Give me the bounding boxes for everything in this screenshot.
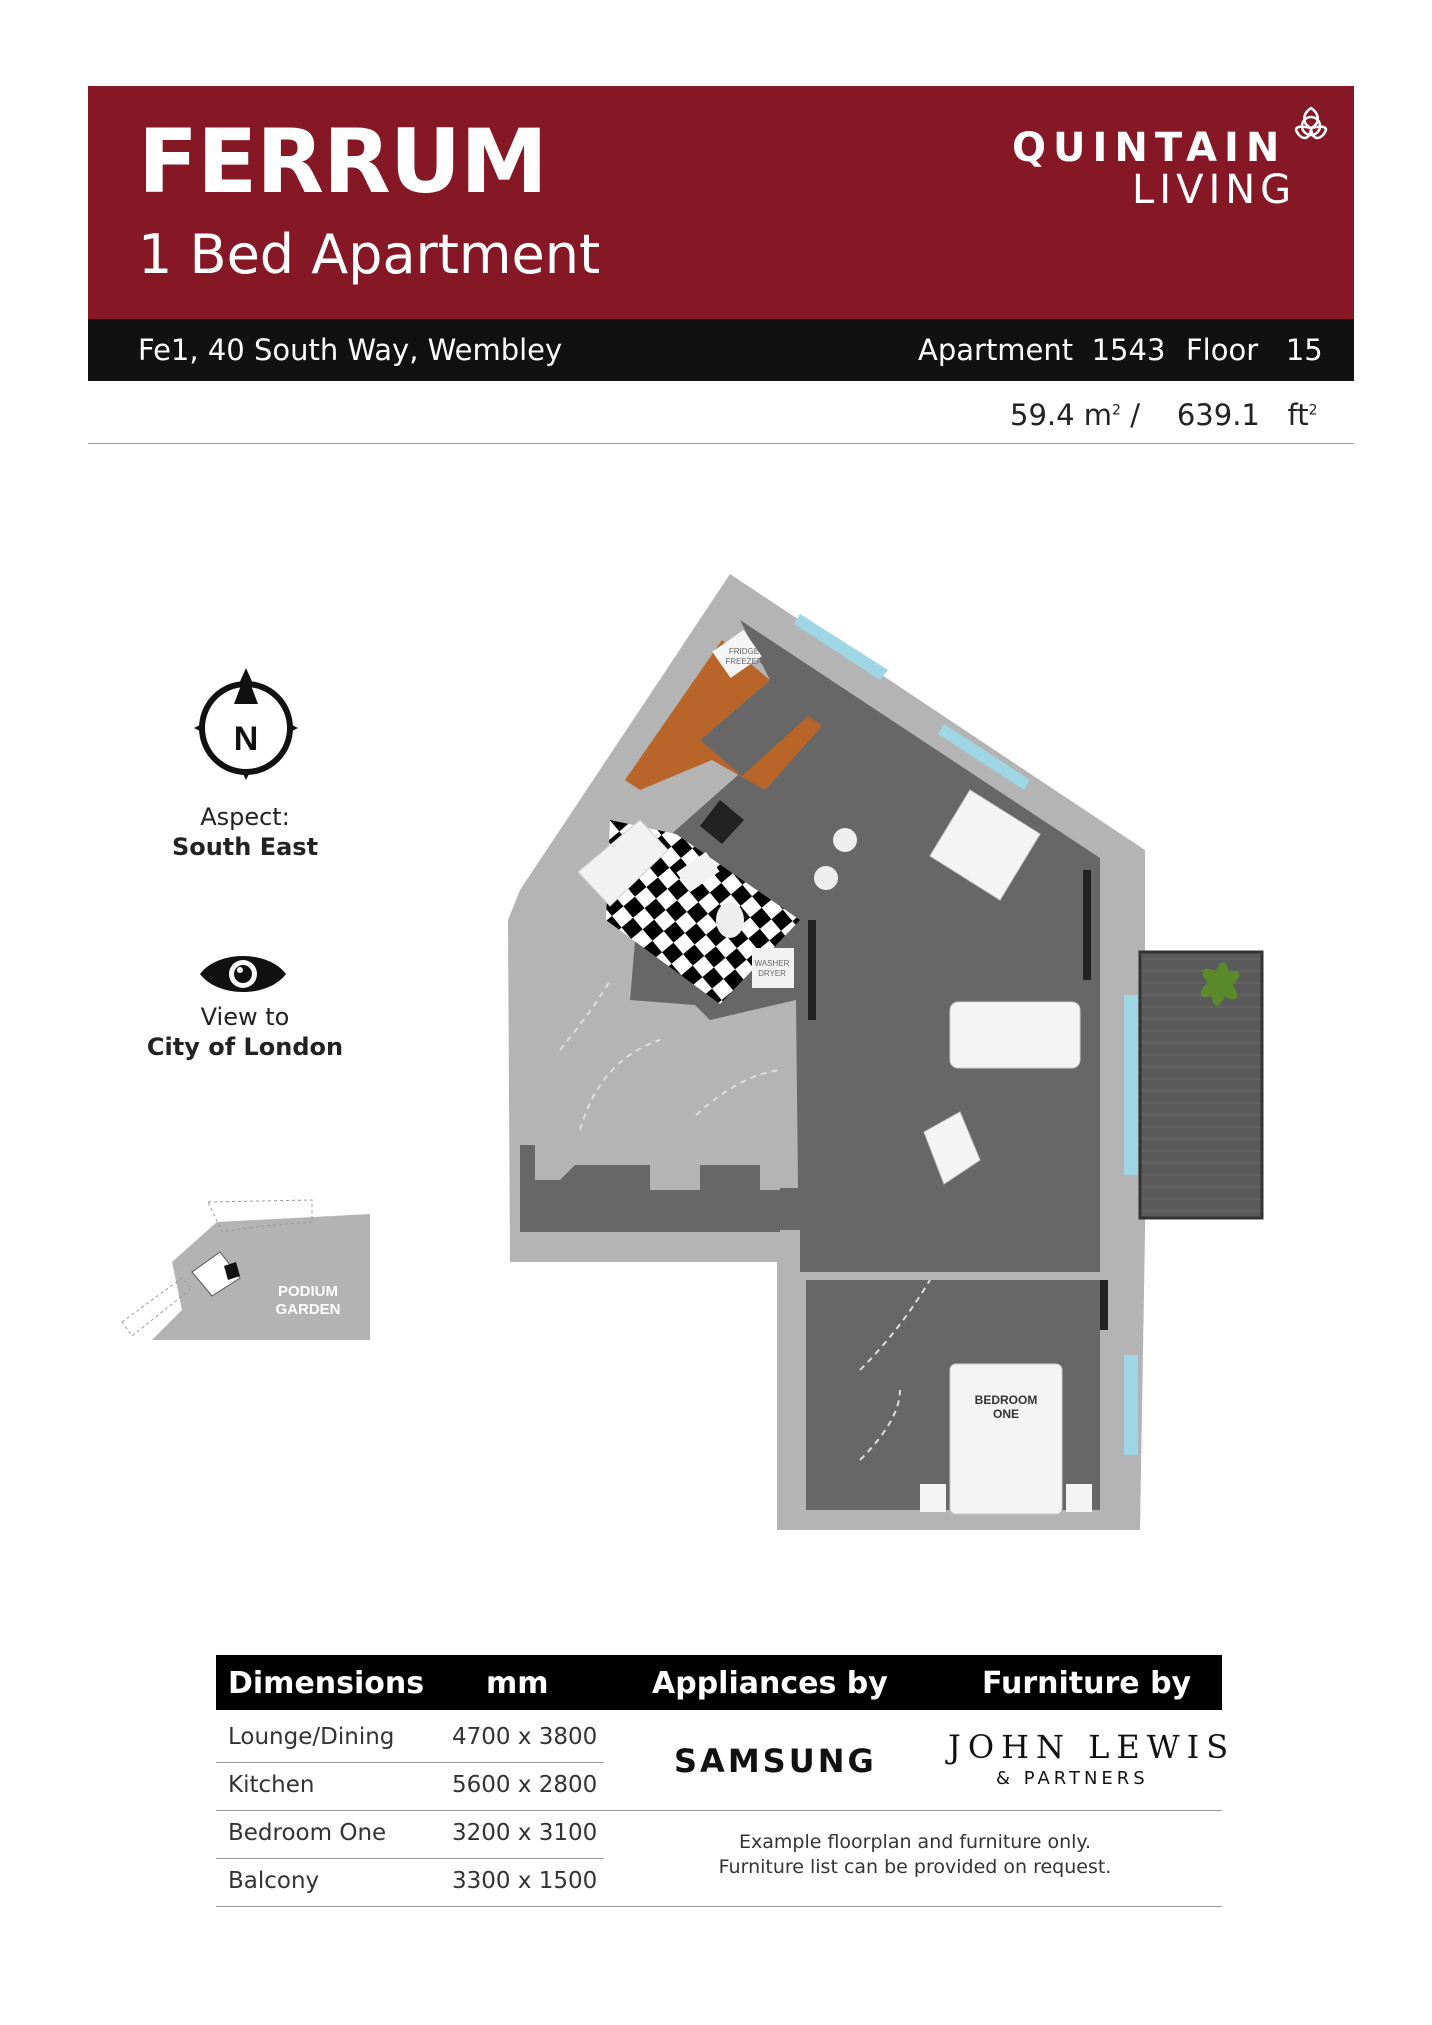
- sup-sqft: 2: [1308, 402, 1318, 419]
- table-header: [216, 1655, 1222, 1710]
- view-value: City of London: [146, 1033, 344, 1061]
- row-divider: [216, 1906, 1222, 1907]
- eye-icon: [200, 956, 286, 992]
- floor-number: Floor 15: [1186, 333, 1323, 367]
- note-line-2: Furniture list can be provided on reques…: [718, 1856, 1112, 1878]
- washer-label-2: DRYER: [758, 969, 786, 978]
- apartment-label: Apartment: [918, 333, 1074, 367]
- washer-dryer: [752, 948, 794, 988]
- view-label: View to: [200, 1003, 290, 1031]
- table-row-size: 3200 x 3100: [452, 1820, 598, 1846]
- floor-value: 15: [1285, 333, 1323, 367]
- address: Fe1, 40 South Way, Wembley: [138, 333, 563, 367]
- apartment-value: 1543: [1091, 333, 1166, 367]
- note-line-1: Example floorplan and furniture only.: [738, 1831, 1091, 1853]
- john-lewis-logo: JOHN LEWIS: [948, 1728, 1236, 1766]
- development-title: FERRUM: [138, 110, 548, 213]
- brand-name-line2: LIVING: [1132, 167, 1297, 213]
- quintain-logo-icon: [1294, 106, 1328, 140]
- hall-floor: [520, 945, 780, 1232]
- floor-plan: FRIDGE FREEZER WASHER DRYER BEDROOM ONE: [508, 574, 1264, 1530]
- john-lewis-logo-sub: & PARTNERS: [996, 1768, 1149, 1789]
- bedroom-label-2: ONE: [993, 1407, 1019, 1421]
- living-floor: [630, 620, 1100, 1272]
- kitchen-counter-2: [686, 660, 758, 740]
- table-row-size: 4700 x 3800: [452, 1724, 598, 1750]
- row-divider: [216, 1762, 604, 1763]
- col-header-dimensions: Dimensions: [228, 1666, 425, 1701]
- podium-label-1: PODIUM: [278, 1283, 338, 1300]
- dining-table: [929, 789, 1041, 901]
- fridge-label-1: FRIDGE: [729, 647, 759, 656]
- fridge-label-2: FREEZER: [725, 657, 763, 666]
- col-header-appliances: Appliances by: [652, 1666, 888, 1701]
- table-row-room: Balcony: [228, 1868, 320, 1894]
- area-sqft: 639.1: [1176, 398, 1260, 432]
- header-banner: [88, 86, 1354, 319]
- area-separator: /: [1130, 398, 1140, 432]
- bed: [949, 1363, 1063, 1515]
- aspect-value: South East: [171, 833, 319, 861]
- area-sqm-unit: m: [1083, 398, 1113, 432]
- col-header-mm: mm: [486, 1666, 549, 1701]
- balcony: [1138, 950, 1264, 1220]
- window: [1124, 1355, 1138, 1455]
- window: [938, 724, 1030, 790]
- window: [1124, 995, 1138, 1175]
- sup-sqm: 2: [1112, 402, 1121, 419]
- plant-icon: [1200, 962, 1240, 1006]
- row-divider: [216, 1858, 604, 1859]
- bathroom-floor: [606, 820, 800, 1004]
- info-bar: [88, 319, 1354, 381]
- bathtub: [577, 819, 669, 907]
- floor-label: Floor: [1186, 333, 1259, 367]
- window: [794, 614, 888, 680]
- bedroom-label-1: BEDROOM: [975, 1393, 1038, 1407]
- table-row-room: Lounge/Dining: [228, 1724, 395, 1750]
- area-readout: 59.4 m2 / 639.1 ft2: [1010, 398, 1318, 432]
- col-header-furniture: Furniture by: [982, 1666, 1192, 1701]
- apartment-type: 1 Bed Apartment: [138, 223, 601, 286]
- north-compass-icon: N: [194, 668, 298, 780]
- compass-letter: N: [234, 720, 259, 758]
- table-row-room: Kitchen: [228, 1772, 315, 1798]
- brand-name-line1: QUINTAIN: [1012, 125, 1287, 171]
- apartment-number: Apartment 1543: [918, 333, 1165, 367]
- samsung-logo: SAMSUNG: [674, 1742, 877, 1780]
- armchair: [923, 1111, 981, 1185]
- washer-label-1: WASHER: [755, 959, 790, 968]
- disclaimer-note: Example floorplan and furniture only. Fu…: [650, 1830, 1180, 1880]
- table-row-size: 3300 x 1500: [452, 1868, 598, 1894]
- divider: [88, 443, 1354, 444]
- table-row-room: Bedroom One: [228, 1820, 387, 1846]
- podium-label-2: GARDEN: [275, 1301, 340, 1318]
- sofa: [949, 1001, 1081, 1069]
- table-row-size: 5600 x 2800: [452, 1772, 598, 1798]
- area-sqm: 59.4: [1010, 398, 1075, 432]
- area-sqft-unit: ft: [1287, 398, 1309, 432]
- location-key-plan: PODIUM GARDEN: [121, 1199, 370, 1340]
- aspect-label: Aspect:: [200, 803, 290, 831]
- row-divider: [216, 1810, 1222, 1811]
